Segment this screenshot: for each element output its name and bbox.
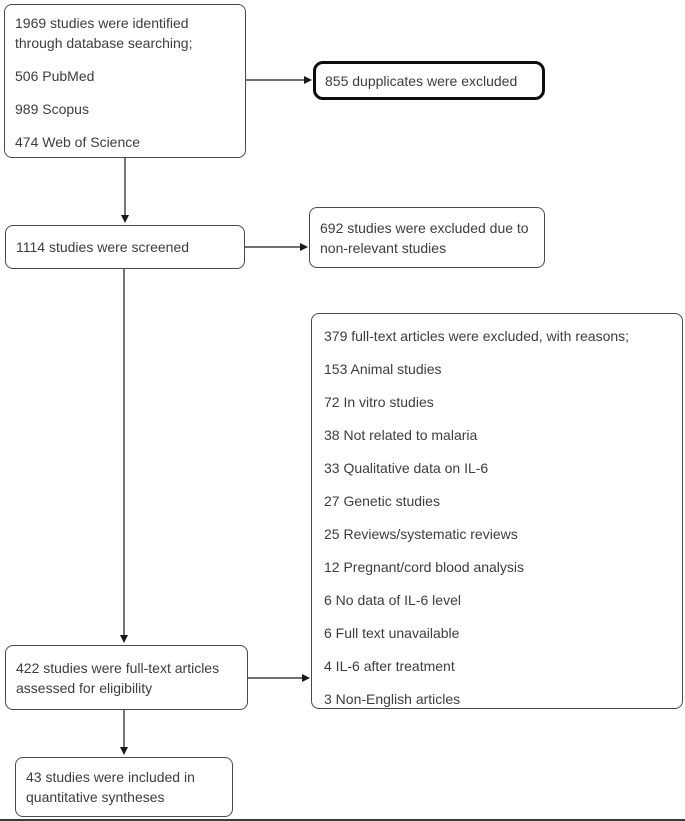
box-studies-included: 43 studies were included in quantitative…	[15, 757, 233, 817]
fulltext-excluded-summary: 379 full-text articles were excluded, wi…	[324, 328, 630, 344]
identified-wos-count: 474 Web of Science	[15, 134, 141, 150]
duplicates-excluded-text: 855 dupplicates were excluded	[325, 72, 518, 89]
reason-genetic-studies: 27 Genetic studies	[324, 493, 440, 509]
bottom-edge-line	[0, 819, 685, 821]
identified-scopus-count: 989 Scopus	[15, 101, 89, 117]
screened-text: 1114 studies were screened	[16, 239, 190, 255]
reason-qualitative-data: 33 Qualitative data on IL-6	[324, 460, 489, 476]
reason-no-il6-data: 6 No data of IL-6 level	[324, 592, 461, 608]
nonrelevant-excluded-text: 692 studies were excluded due to non-rel…	[320, 219, 529, 256]
reason-not-related-malaria: 38 Not related to malaria	[324, 427, 478, 443]
included-text: 43 studies were included in quantitative…	[26, 769, 195, 805]
box-duplicates-excluded: 855 dupplicates were excluded	[313, 61, 545, 100]
reason-il6-after-treatment: 4 IL-6 after treatment	[324, 658, 455, 674]
box-studies-screened: 1114 studies were screened	[5, 225, 245, 269]
reason-non-english: 3 Non-English articles	[324, 691, 461, 707]
box-fulltext-assessed: 422 studies were full-text articles asse…	[5, 645, 248, 710]
reason-reviews: 25 Reviews/systematic reviews	[324, 526, 518, 542]
arrowhead-identified-to-screened-icon	[121, 215, 129, 223]
reason-pregnant-cord-blood: 12 Pregnant/cord blood analysis	[324, 559, 525, 575]
box-nonrelevant-excluded: 692 studies were excluded due to non-rel…	[309, 207, 545, 268]
arrowhead-assessed-to-fulltext-excluded-icon	[302, 674, 310, 682]
fulltext-assessed-text: 422 studies were full-text articles asse…	[16, 659, 220, 696]
box-fulltext-excluded-reasons: 379 full-text articles were excluded, wi…	[311, 313, 683, 709]
arrowhead-screened-to-nonrelevant-icon	[300, 243, 308, 251]
identified-summary-text: 1969 studies were identified through dat…	[15, 15, 193, 51]
identified-pubmed-count: 506 PubMed	[15, 68, 95, 84]
arrowhead-screened-to-assessed-icon	[120, 635, 128, 643]
box-studies-identified: 1969 studies were identified through dat…	[4, 4, 246, 158]
reason-fulltext-unavailable: 6 Full text unavailable	[324, 625, 460, 641]
reason-animal-studies: 153 Animal studies	[324, 361, 442, 377]
arrowhead-identified-to-duplicates-icon	[304, 76, 312, 84]
reason-in-vitro-studies: 72 In vitro studies	[324, 394, 434, 410]
arrowhead-assessed-to-included-icon	[120, 747, 128, 755]
